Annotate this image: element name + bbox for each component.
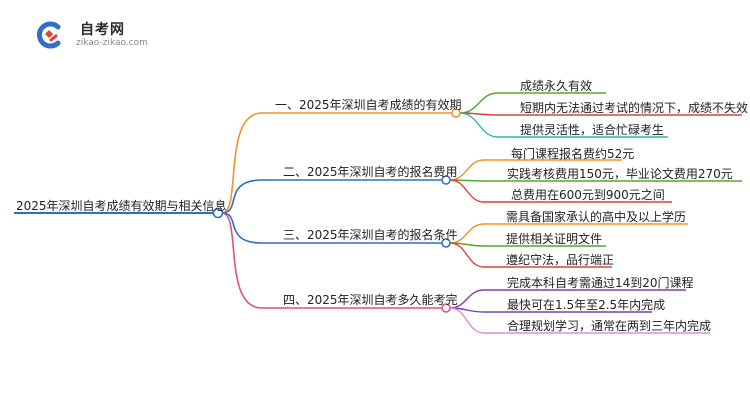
leaf-2-3-label: 总费用在600元到900元之间 — [511, 188, 665, 202]
branch-3-connector — [221, 212, 263, 244]
leaf-3-1-label: 需具备国家承认的高中及以上学历 — [506, 210, 687, 224]
branch-2-node — [441, 175, 451, 185]
leaf-3-2-label: 提供相关证明文件 — [506, 232, 603, 246]
leaf-1-2-label: 短期内无法通过考试的情况下，成绩不失效 — [520, 101, 749, 115]
branch-4-label: 四、2025年深圳自考多久能考完 — [283, 293, 458, 307]
leaf-1-1-label: 成绩永久有效 — [520, 79, 593, 93]
branch-1-node — [451, 108, 461, 118]
leaf-4-1-label: 完成本科自考需通过14到20门课程 — [507, 276, 694, 290]
leaf-3-3-label: 遵纪守法，品行端正 — [506, 253, 615, 267]
leaf-4-3-connector — [449, 307, 485, 334]
branch-4-node — [441, 303, 451, 313]
root-node — [212, 207, 224, 219]
root-label: 2025年深圳自考成绩有效期与相关信息 — [16, 199, 227, 213]
logo-name: 自考网 — [80, 22, 125, 38]
leaf-4-2-label: 最快可在1.5年至2.5年内完成 — [507, 298, 666, 312]
leaf-1-3-connector — [459, 112, 499, 138]
branch-3-label: 三、2025年深圳自考的报名条件 — [283, 228, 458, 242]
branch-1-label: 一、2025年深圳自考成绩的有效期 — [275, 98, 462, 112]
branch-2-label: 二、2025年深圳自考的报名费用 — [283, 165, 458, 179]
leaf-2-3-connector — [449, 179, 485, 203]
logo-domain: zikao-zikao.com — [76, 38, 148, 48]
site-logo[interactable]: 自考网 zikao-zikao.com — [34, 16, 164, 52]
leaf-4-3-label: 合理规划学习，通常在两到三年内完成 — [507, 319, 712, 333]
leaf-3-3-connector — [449, 242, 485, 268]
branch-3-node — [441, 238, 451, 248]
leaf-1-3-label: 提供灵活性，适合忙碌考生 — [520, 123, 665, 137]
leaf-2-1-label: 每门课程报名费约52元 — [511, 147, 635, 161]
leaf-1-1-connector — [459, 92, 499, 114]
leaf-2-2-label: 实践考核费用150元，毕业论文费用270元 — [507, 167, 733, 181]
branch-4-connector — [221, 212, 263, 309]
branch-2-connector — [221, 179, 263, 214]
logo-mark-icon — [37, 21, 61, 49]
branch-1-connector — [221, 112, 263, 214]
